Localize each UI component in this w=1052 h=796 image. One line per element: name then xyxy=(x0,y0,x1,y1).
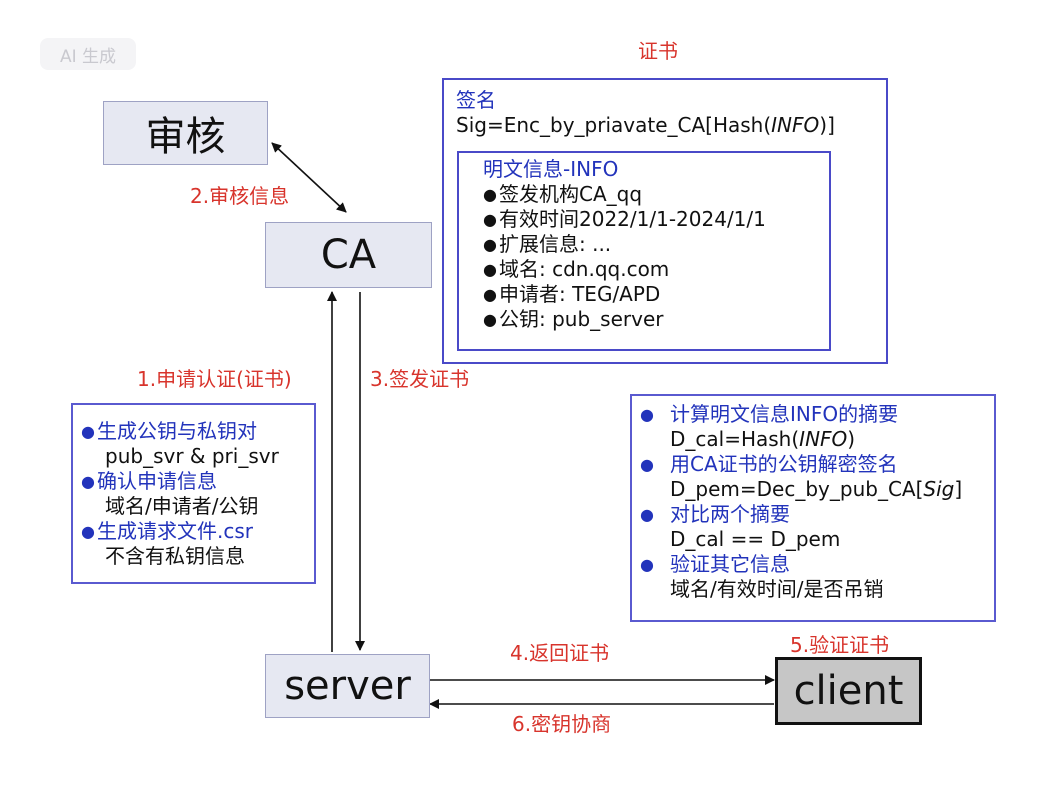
step-detail: D_cal=Hash(INFO) xyxy=(670,427,856,451)
list-item: ●确认申请信息 xyxy=(81,469,217,493)
list-item: ●生成公钥与私钥对 xyxy=(81,419,257,443)
step-detail: 不含有私钥信息 xyxy=(105,544,245,568)
list-item: ●域名: cdn.qq.com xyxy=(483,257,670,281)
list-item: ●扩展信息: ... xyxy=(483,232,612,256)
signature-label: 签名 xyxy=(456,88,496,112)
issue-label: 3.签发证书 xyxy=(370,367,470,391)
ai-generated-watermark: AI 生成 xyxy=(40,38,136,70)
client-node: client xyxy=(775,657,922,725)
info-title: 明文信息-INFO xyxy=(483,157,619,181)
list-item: ●生成请求文件.csr xyxy=(81,519,253,543)
list-item: ●计算明文信息INFO的摘要 xyxy=(640,402,899,426)
list-item: ●有效时间2022/1/1-2024/1/1 xyxy=(483,207,766,231)
step-detail: D_cal == D_pem xyxy=(670,527,841,551)
step-detail: 域名/申请者/公钥 xyxy=(105,494,259,518)
info-panel: 明文信息-INFO ●签发机构CA_qq ●有效时间2022/1/1-2024/… xyxy=(457,151,831,351)
certificate-title: 证书 xyxy=(638,39,678,63)
audit-node: 审核 xyxy=(103,101,268,165)
step-detail: D_pem=Dec_by_pub_CA[Sig] xyxy=(670,477,963,501)
signature-italic: INFO xyxy=(771,113,820,137)
list-item: ●对比两个摘要 xyxy=(640,502,790,526)
key-negotiation-label: 6.密钥协商 xyxy=(512,712,612,736)
step-detail: pub_svr & pri_svr xyxy=(105,444,279,468)
verify-cert-label: 5.验证证书 xyxy=(790,633,890,657)
server-steps-panel: ●生成公钥与私钥对 pub_svr & pri_svr ●确认申请信息 域名/申… xyxy=(71,403,316,584)
signature-suffix: )] xyxy=(819,113,835,137)
ca-node: CA xyxy=(265,222,432,288)
signature-formula: Sig=Enc_by_priavate_CA[Hash(INFO)] xyxy=(456,113,835,138)
certificate-panel: 签名 Sig=Enc_by_priavate_CA[Hash(INFO)] 明文… xyxy=(442,78,888,364)
apply-label: 1.申请认证(证书) xyxy=(137,367,292,391)
step-detail: 域名/有效时间/是否吊销 xyxy=(670,577,884,601)
server-steps-list: ●生成公钥与私钥对 pub_svr & pri_svr ●确认申请信息 域名/申… xyxy=(81,419,279,569)
list-item: ●用CA证书的公钥解密签名 xyxy=(640,452,898,476)
audit-ca-arrow xyxy=(271,142,347,213)
list-item: ●签发机构CA_qq xyxy=(483,182,643,206)
info-list: ●签发机构CA_qq ●有效时间2022/1/1-2024/1/1 ●扩展信息:… xyxy=(483,182,766,332)
list-item: ●申请者: TEG/APD xyxy=(483,282,661,306)
audit-info-label: 2.审核信息 xyxy=(190,184,290,208)
list-item: ●公钥: pub_server xyxy=(483,307,664,331)
signature-prefix: Sig=Enc_by_priavate_CA[Hash( xyxy=(456,113,772,137)
list-item: ●验证其它信息 xyxy=(640,552,790,576)
server-node: server xyxy=(265,654,430,718)
client-steps-panel: ●计算明文信息INFO的摘要 D_cal=Hash(INFO) ●用CA证书的公… xyxy=(630,394,996,622)
return-cert-label: 4.返回证书 xyxy=(510,641,610,665)
client-steps-list: ●计算明文信息INFO的摘要 D_cal=Hash(INFO) ●用CA证书的公… xyxy=(640,402,962,602)
